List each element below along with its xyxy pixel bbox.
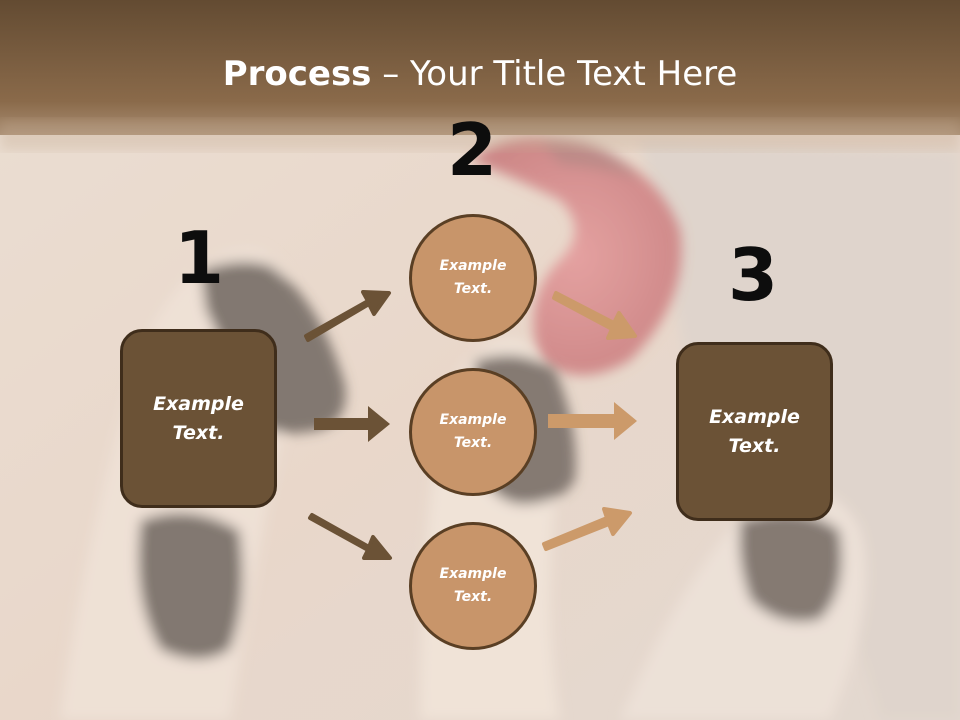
step-number-1: 1 <box>173 216 225 300</box>
arrow-to-top-circle <box>304 290 391 342</box>
arrow-from-bottom-circle <box>542 507 632 551</box>
step-2-circle-middle: Example Text. <box>409 368 537 496</box>
circle-middle-text: Example Text. <box>439 412 507 451</box>
arrow-from-middle-circle <box>548 402 637 440</box>
arrow-to-middle-circle <box>314 406 390 442</box>
title-bar <box>0 0 960 135</box>
slide-title: Process – Your Title Text Here <box>0 52 960 96</box>
step-3-box: Example Text. <box>676 342 833 521</box>
step-number-3: 3 <box>727 233 779 317</box>
step-1-box: Example Text. <box>120 329 277 508</box>
circle-top-text: Example Text. <box>439 258 507 297</box>
step-2-circle-top: Example Text. <box>409 214 537 342</box>
title-bold: Process <box>222 54 372 94</box>
circle-bottom-text: Example Text. <box>439 566 507 605</box>
arrow-from-top-circle <box>552 291 637 340</box>
title-rest: – Your Title Text Here <box>371 54 738 94</box>
arrow-to-bottom-circle <box>308 513 392 560</box>
step-number-2: 2 <box>446 108 498 192</box>
step-1-box-text: Example Text. <box>153 392 244 444</box>
step-3-box-text: Example Text. <box>709 405 800 457</box>
step-2-circle-bottom: Example Text. <box>409 522 537 650</box>
